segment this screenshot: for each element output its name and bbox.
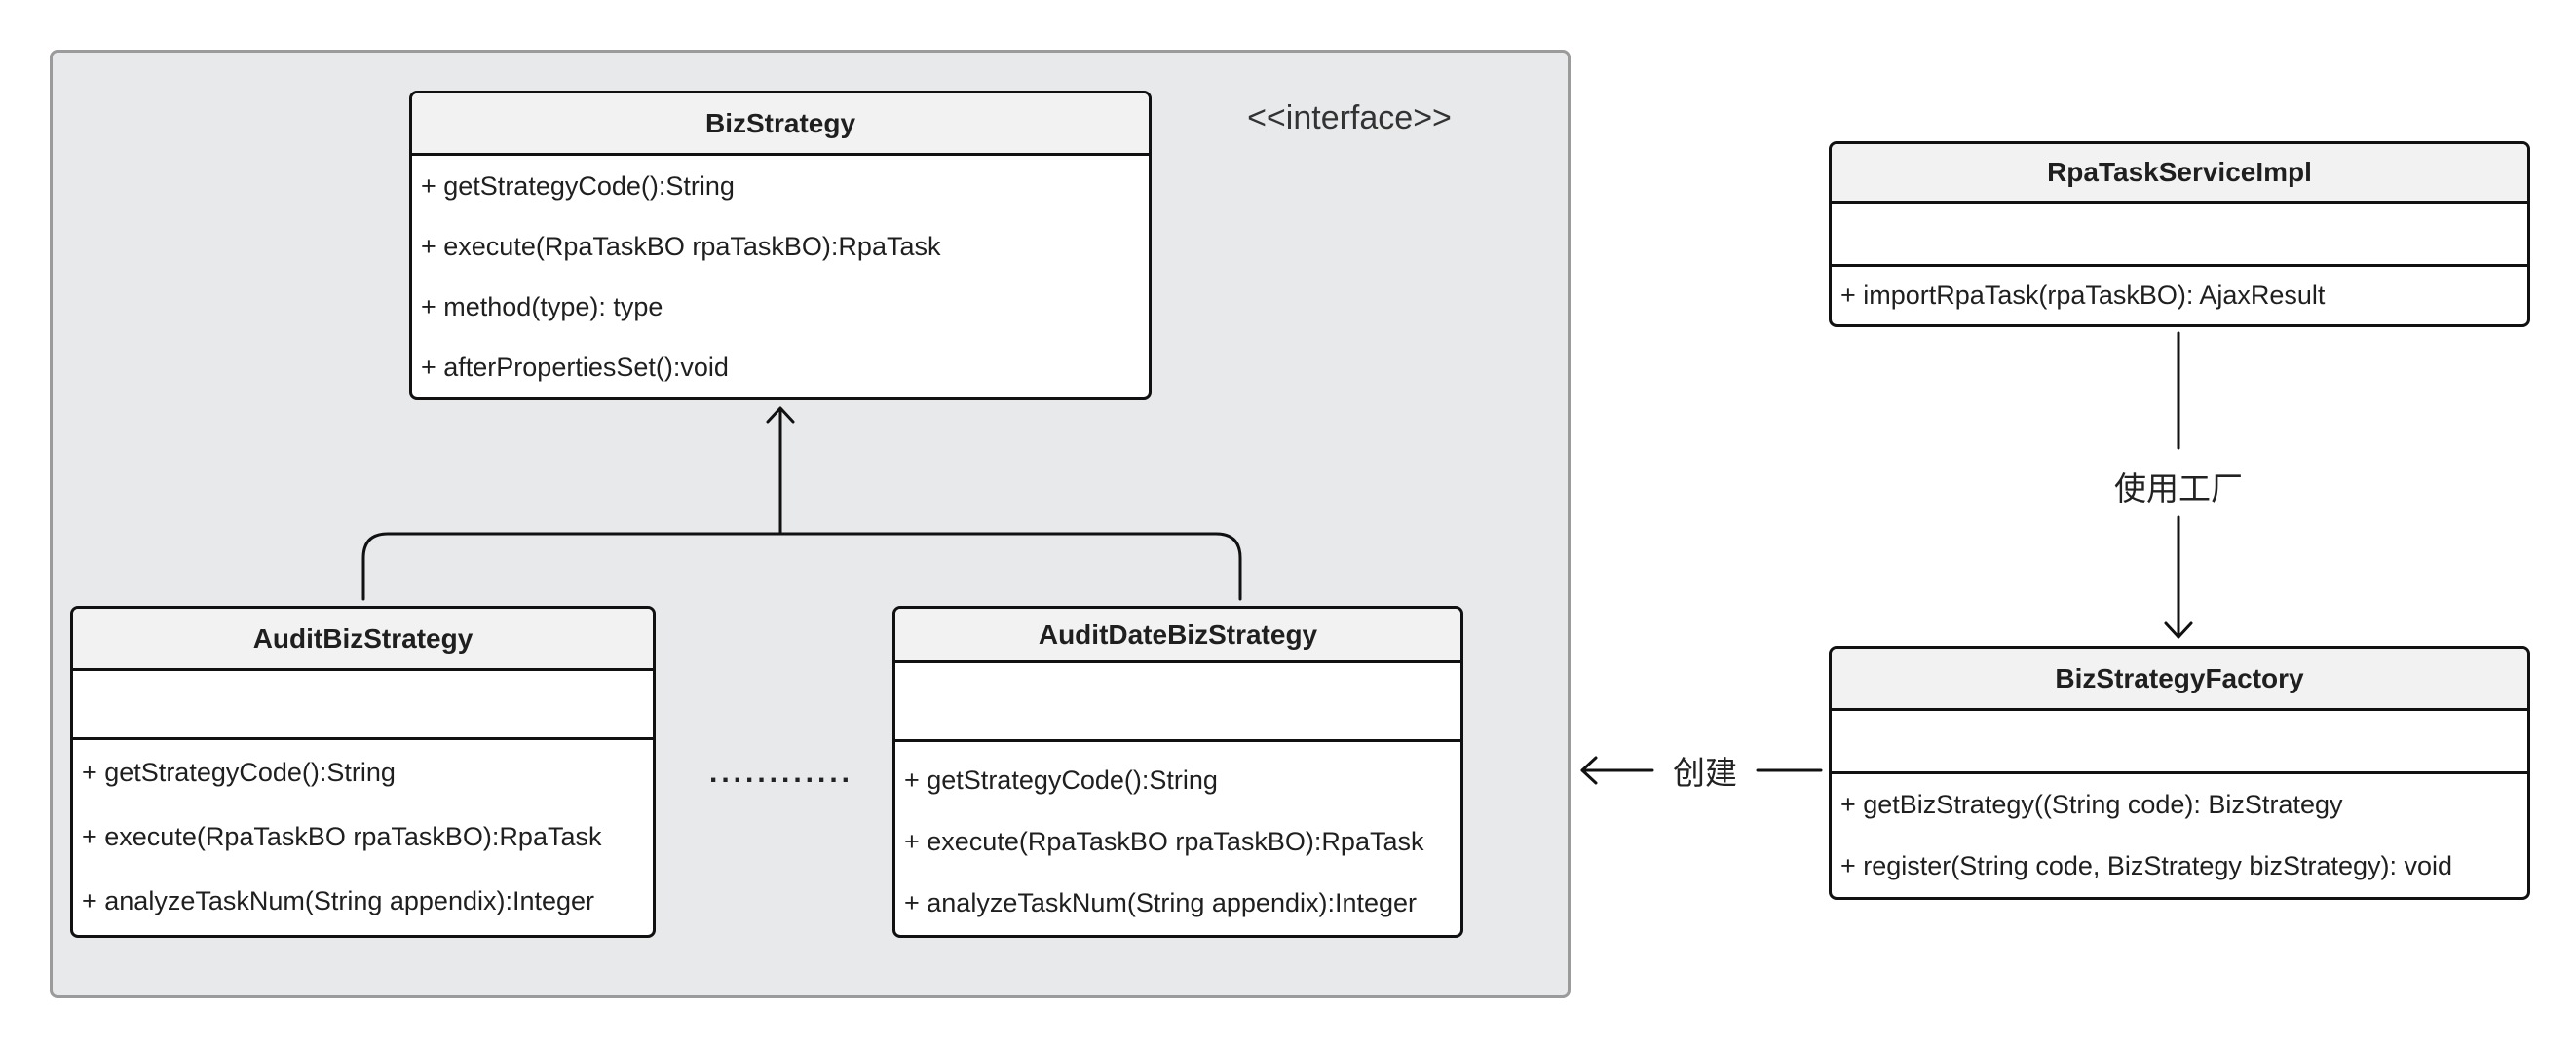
methods-compartment: + getStrategyCode():String + execute(Rpa… [412,156,1149,397]
method-item: + getStrategyCode():String [82,757,396,787]
creates-arrowhead [1580,756,1598,785]
class-name: RpaTaskServiceImpl [1832,144,2527,204]
class-rpa-task-service-impl: RpaTaskServiceImpl + importRpaTask(rpaTa… [1829,141,2530,327]
method-item: + register(String code, BizStrategy bizS… [1840,851,2453,880]
method-item: + execute(RpaTaskBO rpaTaskBO):RpaTask [904,827,1424,856]
more-strategies-ellipsis: ............ [708,757,854,789]
method-item: + execute(RpaTaskBO rpaTaskBO):RpaTask [82,821,602,851]
method-item: + analyzeTaskNum(String appendix):Intege… [82,885,595,915]
class-biz-strategy: BizStrategy + getStrategyCode():String +… [409,91,1152,400]
method-item: + afterPropertiesSet():void [421,352,729,382]
class-biz-strategy-factory: BizStrategyFactory + getBizStrategy((Str… [1829,646,2530,900]
method-item: + method(type): type [421,291,663,321]
method-item: + analyzeTaskNum(String appendix):Intege… [904,888,1418,917]
method-item: + execute(RpaTaskBO rpaTaskBO):RpaTask [421,231,941,261]
class-name: BizStrategyFactory [1832,649,2527,711]
methods-compartment: + importRpaTask(rpaTaskBO): AjaxResult [1832,267,2527,324]
class-name: AuditBizStrategy [73,609,653,671]
attributes-compartment [73,671,653,740]
methods-compartment: + getStrategyCode():String + execute(Rpa… [73,740,653,933]
class-name: BizStrategy [412,93,1149,156]
attributes-compartment [895,663,1460,742]
attributes-compartment [1832,204,2527,267]
method-item: + getStrategyCode():String [421,170,735,201]
methods-compartment: + getStrategyCode():String + execute(Rpa… [895,742,1460,934]
uses-factory-label: 使用工厂 [2114,470,2243,506]
method-item: + getStrategyCode():String [904,766,1218,795]
interface-stereotype: <<interface>> [1247,98,1452,136]
class-name: AuditDateBizStrategy [895,609,1460,663]
methods-compartment: + getBizStrategy((String code): BizStrat… [1832,774,2527,897]
attributes-compartment [1832,711,2527,774]
creates-label: 创建 [1673,755,1737,791]
method-item: + importRpaTask(rpaTaskBO): AjaxResult [1840,280,2326,310]
class-audit-biz-strategy: AuditBizStrategy + getStrategyCode():Str… [70,606,656,938]
method-item: + getBizStrategy((String code): BizStrat… [1840,790,2343,819]
class-audit-date-biz-strategy: AuditDateBizStrategy + getStrategyCode()… [892,606,1463,938]
uses-factory-arrowhead [2164,621,2193,639]
